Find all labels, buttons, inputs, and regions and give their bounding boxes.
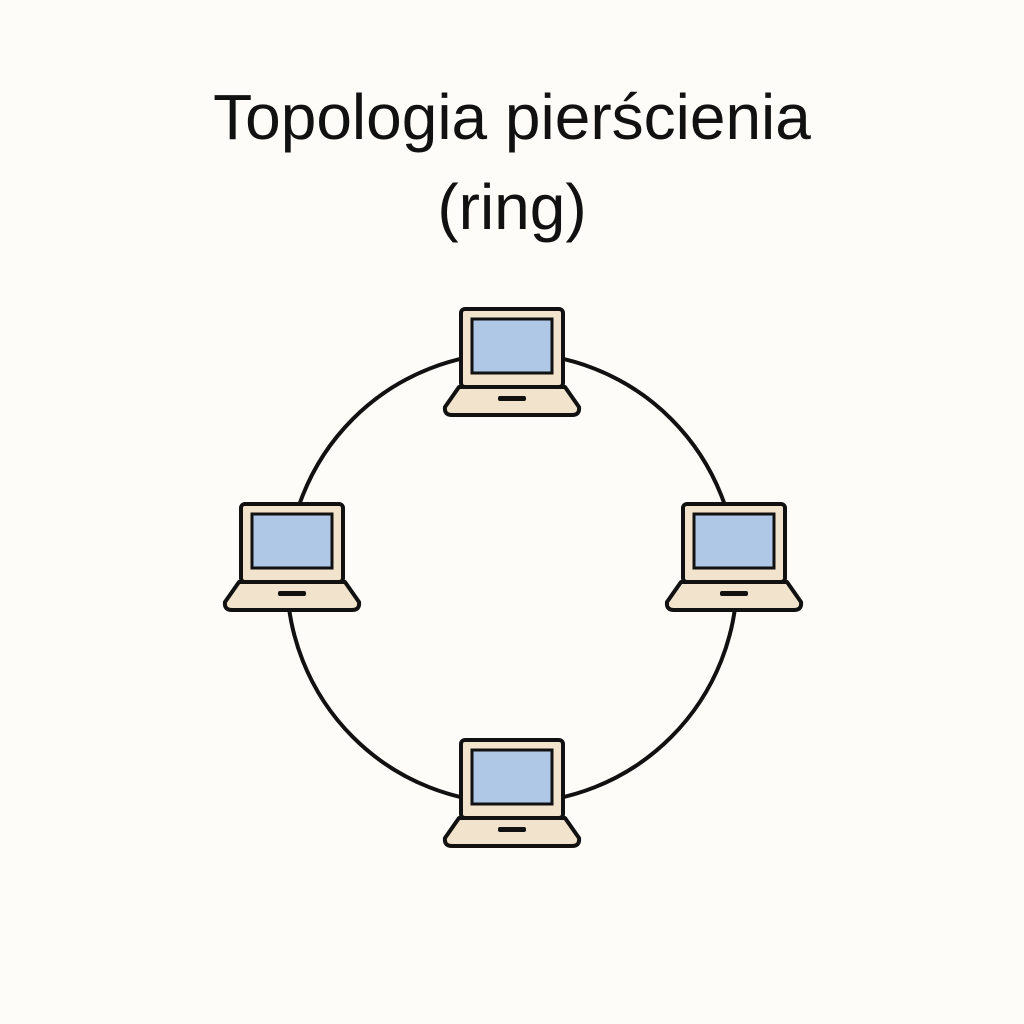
ring-connection (285, 351, 739, 805)
diagram-title: Topologia pierścienia (ring) (0, 72, 1024, 252)
diagram-title-line-2: (ring) (437, 171, 587, 243)
laptop-icon-bottom (442, 738, 582, 848)
laptop-icon-top (442, 307, 582, 417)
diagram-title-line-1: Topologia pierścienia (213, 81, 811, 153)
laptop-icon-left (222, 502, 362, 612)
laptop-icon-right (664, 502, 804, 612)
